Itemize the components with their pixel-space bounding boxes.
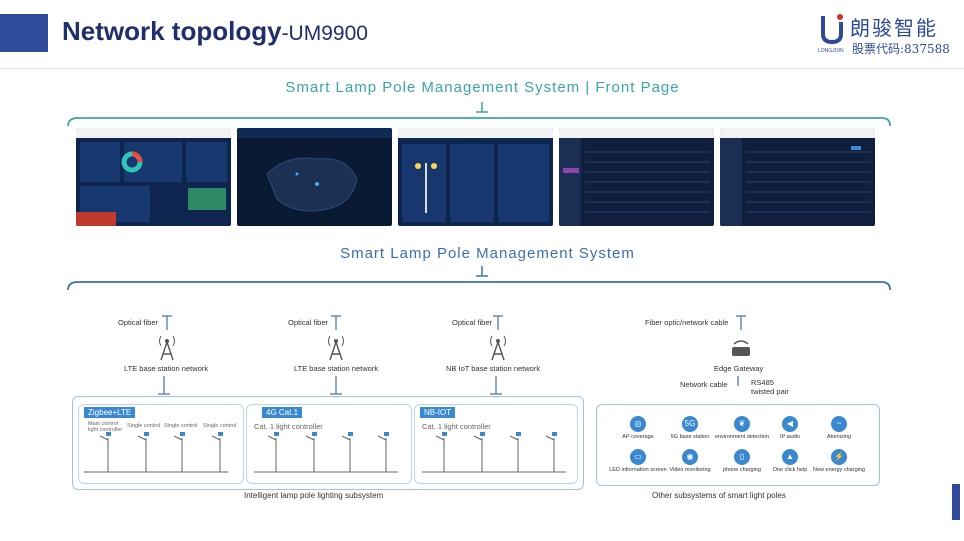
stock-code: 股票代码:837588 [852,42,950,56]
lighting-caption: Intelligent lamp pole lighting subsystem [244,491,384,500]
screenshot-table-1[interactable] [559,128,714,226]
uplink-label-1: Optical fiber [118,318,159,327]
system-title: Smart Lamp Pole Management System [340,245,635,262]
subsystem-label-4: IP audio [779,434,801,440]
front-page-title: Smart Lamp Pole Management System | Fron… [285,79,680,96]
screenshot-pole-device[interactable] [398,128,553,226]
longjoin-logo [821,14,843,45]
subsystem-label-8: phone charging [723,467,761,473]
speaker-icon: ◀ [782,416,798,432]
cat1-controller-label: Cat. 1 light controller [254,422,323,431]
subsystem-label-1: AP coverage [622,434,654,440]
atomizer-icon: ~ [831,416,847,432]
nbiot-controller-label: Cat. 1 light controller [422,422,491,431]
nbiot-box [414,404,578,484]
main-control-label-2: light controller [88,427,123,433]
subsystem-label-2: 5G base station [670,434,710,440]
zigbee-tag: Zigbee+LTE [84,407,136,418]
twisted-pair-label: twisted pair [751,387,789,396]
uplink-label-2: Optical fiber [288,318,329,327]
corner-accent-bar [952,484,960,520]
uplink-label-3: Optical fiber [452,318,493,327]
subsystem-label-9: One click help [772,467,808,473]
zigbee-box [78,404,244,484]
network-label-3: NB IoT base station network [446,364,541,373]
rs485-label: RS485 [751,378,774,387]
charger-icon: ⚡ [831,449,847,465]
subsystem-label-5: Atomizing [826,434,852,440]
single-control-label-1: Single control [127,423,161,429]
tower-icon-2 [328,315,344,361]
main-control-label: Main control [88,421,118,427]
single-control-label-2: Single control [164,423,198,429]
connector-lines [158,376,739,395]
lamp-poles [84,432,566,473]
leaf-icon: ❦ [734,416,750,432]
camera-icon: ◉ [682,449,698,465]
logo-text: LONGJOIN [818,48,844,54]
screen-icon: ▭ [630,449,646,465]
cat1-box [246,404,412,484]
network-label-1: LTE base station network [124,364,209,373]
screenshot-table-2[interactable] [720,128,875,226]
network-label-2: LTE base station network [294,364,379,373]
gateway-label: Edge Gateway [714,364,764,373]
uplink-label-4: Fiber optic/network cable [645,318,729,327]
subsystem-label-3: environment detection [714,434,770,440]
tower-icon-3 [490,315,506,361]
front-page-bracket [67,102,891,127]
subsystem-label-6: LED information screen [609,467,667,473]
brand-name: 朗骏智能 [850,16,938,40]
other-caption: Other subsystems of smart light poles [652,491,786,500]
header-divider [0,68,964,69]
title-accent-bar [0,14,48,52]
network-cable-label: Network cable [680,380,728,389]
subsystem-label-7: Video monitoring [669,467,711,473]
phone-icon: ▯ [734,449,750,465]
lighting-subsystem-box [72,396,584,490]
router-icon [732,315,750,356]
wifi-icon: ◎ [630,416,646,432]
nbiot-tag: NB-IOT [420,407,456,418]
5g-icon: 5G [682,416,698,432]
other-subsystems-box [596,404,880,486]
cat1-tag: 4G Cat.1 [262,407,303,418]
alarm-icon: ▲ [782,449,798,465]
page-title: Network topology-UM9900 [62,16,368,46]
single-control-label-3: Single control [203,423,237,429]
subsystem-label-10: New energy charging [813,467,865,473]
screenshot-dashboard[interactable] [76,128,231,226]
tower-icon-1 [159,315,175,361]
system-bracket [67,266,891,291]
screenshot-map[interactable] [237,128,392,226]
